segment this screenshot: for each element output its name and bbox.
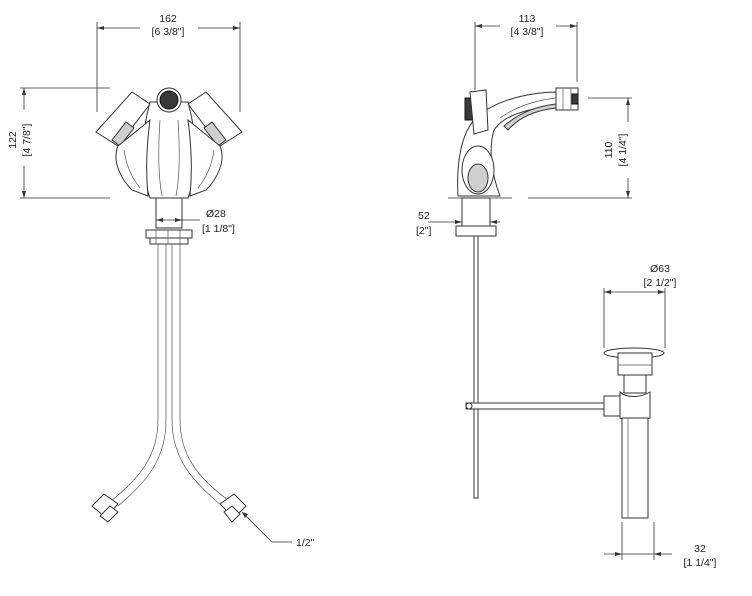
- hose-connection-callout: 1/2": [241, 511, 315, 549]
- side-height-imperial: [4 1/4"]: [617, 133, 629, 166]
- side-faucet-body: [448, 87, 579, 199]
- side-reach-metric: 113: [519, 13, 536, 25]
- front-height-dimension: 122 [4 7/8"]: [4, 87, 110, 199]
- side-base-metric: 52: [418, 210, 430, 222]
- drain-tail-dimension: 32 [1 1/4"]: [604, 522, 717, 569]
- drain-tail-imperial: [1 1/4"]: [684, 557, 717, 569]
- hose-connection-label: 1/2": [296, 537, 315, 549]
- side-height-metric: 110: [603, 141, 615, 158]
- front-shank-metric: Ø28: [206, 208, 226, 220]
- front-width-imperial: [6 3/8"]: [152, 26, 185, 38]
- front-view: 162 [6 3/8"] 122 [4 7/8"]: [4, 10, 315, 549]
- front-width-dimension: 162 [6 3/8"]: [96, 10, 241, 112]
- side-base-imperial: [2"]: [416, 225, 431, 237]
- right-hose-fitting: [219, 493, 247, 523]
- front-shank-imperial: [1 1/8"]: [202, 223, 235, 235]
- front-height-imperial: [4 7/8"]: [21, 123, 33, 156]
- side-base-dimension: 52 [2"]: [416, 197, 500, 237]
- side-pull-rod: [465, 235, 609, 499]
- side-view: 113 [4 3/8"] 110 [4 1/4"]: [416, 10, 717, 569]
- left-hose-fitting: [91, 493, 119, 523]
- drain-top-imperial: [2 1/2"]: [644, 277, 677, 289]
- drain-tail-metric: 32: [694, 543, 706, 555]
- front-supply-hoses: [91, 244, 247, 523]
- drain-top-dimension: Ø63 [2 1/2"]: [603, 263, 677, 348]
- drain-top-metric: Ø63: [650, 263, 670, 275]
- front-mounting-nut: [145, 229, 193, 245]
- side-reach-imperial: [4 3/8"]: [511, 26, 544, 38]
- drain-assembly: [603, 347, 665, 519]
- front-height-metric: 122: [7, 131, 19, 149]
- front-faucet-body: [95, 87, 243, 199]
- side-height-dimension: 110 [4 1/4"]: [528, 97, 640, 199]
- front-width-metric: 162: [159, 13, 177, 25]
- side-reach-dimension: 113 [4 3/8"]: [474, 10, 578, 90]
- front-shank-dimension: Ø28 [1 1/8"]: [155, 197, 235, 235]
